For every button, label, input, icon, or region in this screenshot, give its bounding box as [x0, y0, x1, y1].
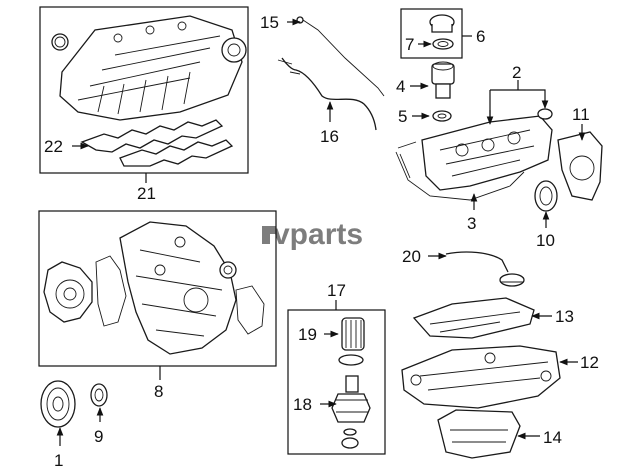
oil-filter-box — [287, 309, 386, 455]
lower-oil-pan-drawing — [437, 409, 521, 459]
callout-14: 14 — [543, 428, 562, 447]
cover-gasket-right-drawing — [235, 285, 265, 335]
callout-20: 20 — [402, 247, 421, 266]
seal-ring-drawing — [432, 110, 452, 122]
callout-16: 16 — [320, 127, 339, 146]
callout-2: 2 — [512, 63, 521, 82]
oil-baffle-drawing — [412, 297, 535, 339]
oil-filter-element-drawing — [341, 317, 365, 351]
callout-15: 15 — [260, 13, 279, 32]
intake-manifold-drawing — [51, 15, 247, 121]
valve-cover-seal-drawing — [537, 108, 553, 120]
oil-filler-cap-drawing — [429, 14, 455, 50]
callout-18: 18 — [293, 395, 312, 414]
upper-oil-pan-drawing — [401, 345, 561, 409]
callout-19: 19 — [298, 325, 317, 344]
watermark-logo: vparts — [262, 218, 363, 251]
oil-cap-box — [400, 8, 463, 59]
callout-8: 8 — [154, 382, 163, 401]
watermark-text: vparts — [273, 218, 363, 251]
pulley-seal-drawing — [90, 383, 108, 407]
callout-10: 10 — [536, 231, 555, 250]
callout-3: 3 — [467, 214, 476, 233]
dipstick-drawing — [296, 16, 385, 97]
callout-5: 5 — [398, 107, 407, 126]
callout-17: 17 — [327, 281, 346, 300]
crank-pulley-drawing — [40, 380, 76, 428]
dipstick-tube-drawing — [277, 57, 377, 131]
timing-cover-drawing — [119, 221, 237, 355]
oil-pickup-drawing — [445, 251, 525, 287]
callout-9: 9 — [94, 427, 103, 446]
intake-manifold-box — [39, 6, 249, 174]
drain-plug-drawing — [341, 428, 359, 449]
callout-7: 7 — [405, 35, 414, 54]
pump-gasket-drawing — [95, 255, 127, 327]
callout-11: 11 — [572, 105, 590, 124]
callout-1: 1 — [54, 451, 63, 470]
timing-cover-box — [38, 210, 277, 367]
filter-housing-drawing — [331, 375, 371, 423]
callout-12: 12 — [580, 353, 599, 372]
crank-seal-drawing — [534, 180, 558, 212]
water-pump-drawing — [43, 261, 93, 323]
valve-cover-drawing — [395, 115, 553, 201]
callout-22: 22 — [44, 137, 63, 156]
callout-21: 21 — [137, 184, 156, 203]
cover-seal-drawing — [219, 261, 237, 279]
filter-oring-drawing — [338, 354, 364, 366]
callout-4: 4 — [396, 77, 405, 96]
callout-6: 6 — [476, 27, 485, 46]
fitting-drawing — [431, 61, 455, 99]
intake-gasket-drawing — [80, 119, 234, 167]
cover-plate-drawing — [557, 131, 603, 201]
callout-13: 13 — [555, 307, 574, 326]
